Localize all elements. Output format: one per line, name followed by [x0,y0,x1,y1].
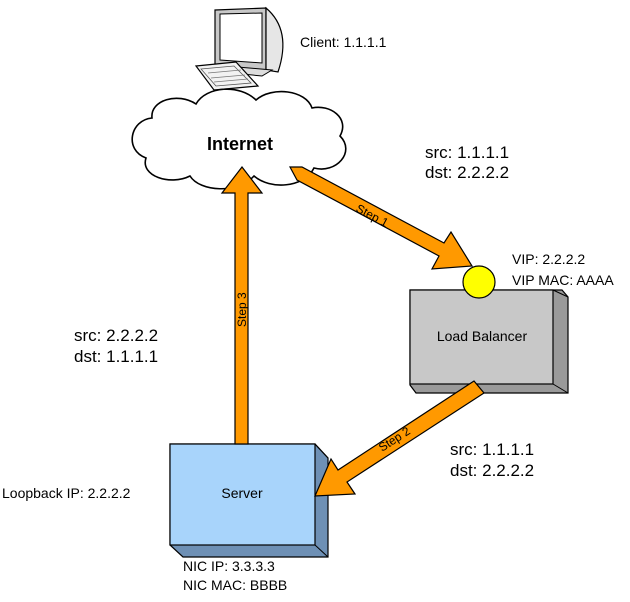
nic-ip-label: NIC IP: 3.3.3.3 [183,558,275,574]
vip-indicator [462,265,496,299]
nic-mac-label: NIC MAC: BBBB [183,577,287,593]
load-balancer-box [409,289,569,394]
step3-dst: dst: 1.1.1.1 [74,347,158,366]
step1-src: src: 1.1.1.1 [425,143,509,162]
load-balancer-label: Load Balancer [437,328,528,344]
step1-arrow: Step 1 [288,166,474,270]
vip-mac-label: VIP MAC: AAAA [512,272,614,288]
step3-src: src: 2.2.2.2 [74,326,158,345]
step3-label: Step 3 [235,292,249,327]
step3-arrow: Step 3 [220,166,264,445]
server-label: Server [221,485,263,501]
internet-label: Internet [207,134,273,154]
client-label: Client: 1.1.1.1 [300,34,387,50]
loopback-ip-label: Loopback IP: 2.2.2.2 [2,485,131,501]
step1-dst: dst: 2.2.2.2 [425,163,509,182]
computer-icon [194,6,284,91]
step2-dst: dst: 2.2.2.2 [450,461,534,480]
vip-label: VIP: 2.2.2.2 [512,251,585,267]
internet-cloud [131,88,347,190]
server-box [169,443,329,558]
step2-src: src: 1.1.1.1 [450,440,534,459]
